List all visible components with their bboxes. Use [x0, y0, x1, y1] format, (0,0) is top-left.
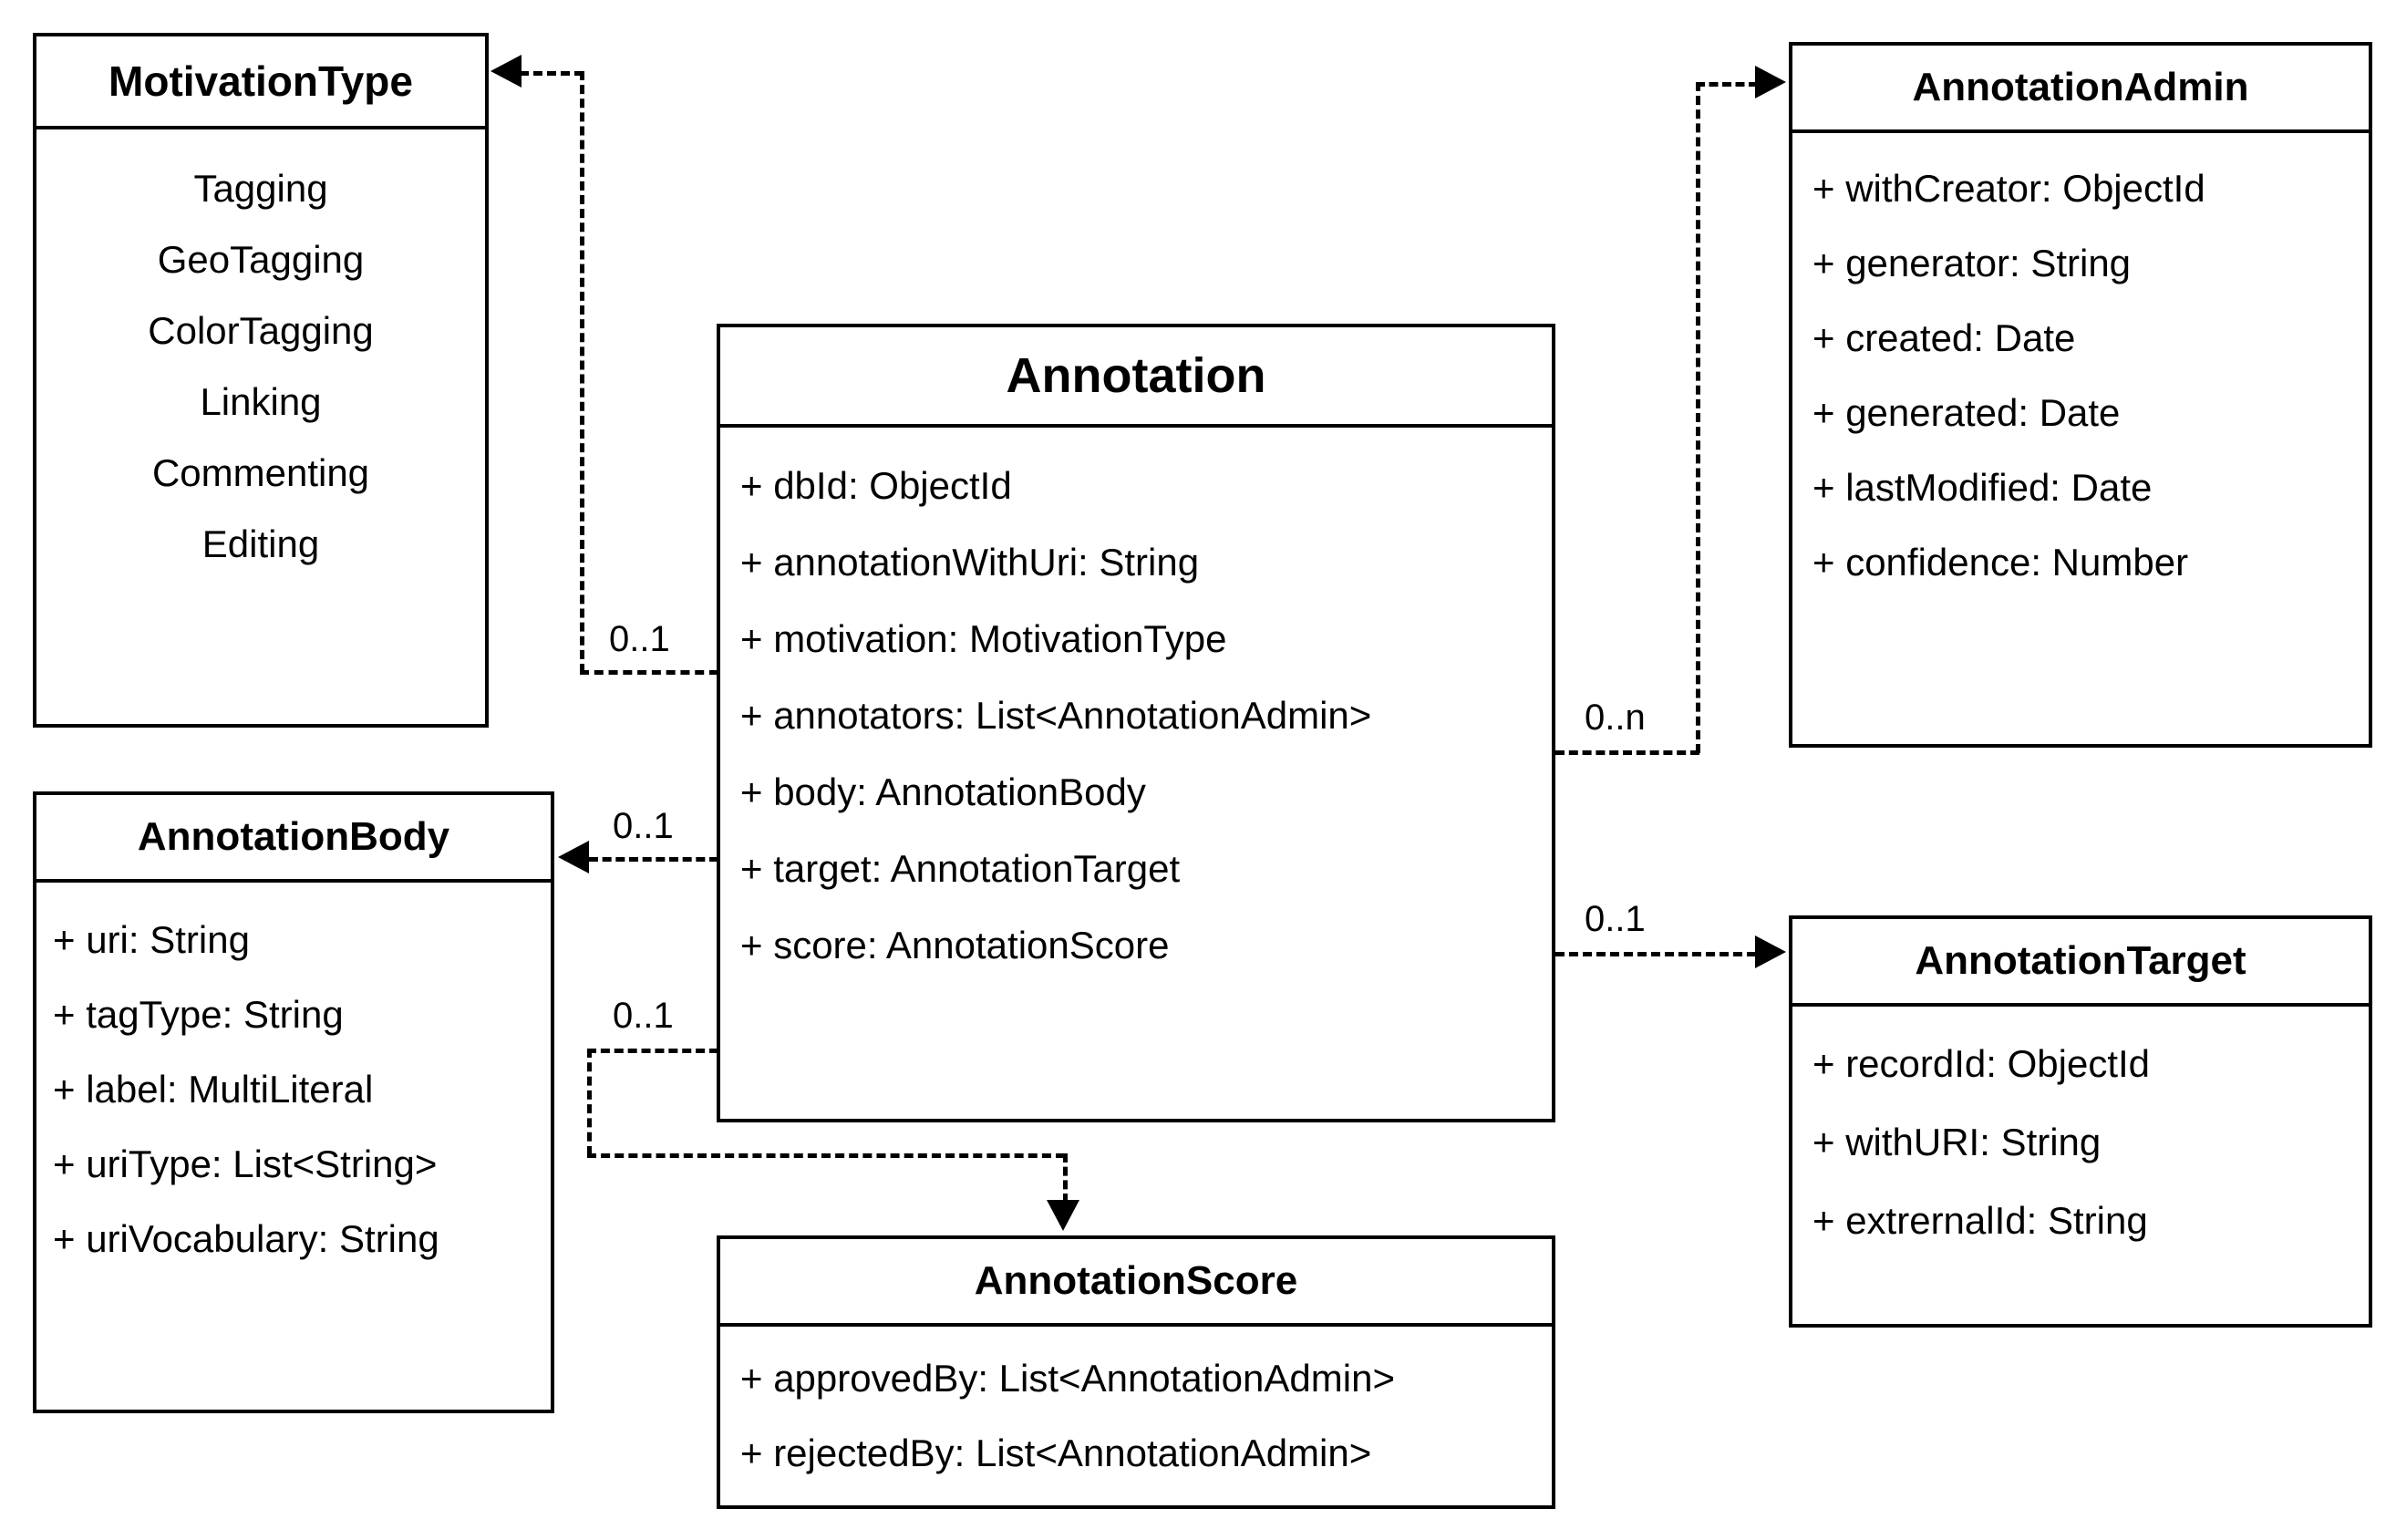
class-attributes-annotation-target: + recordId: ObjectId + withURI: String +… — [1792, 1007, 2369, 1324]
class-attributes-annotation-score: + approvedBy: List<AnnotationAdmin> + re… — [720, 1327, 1552, 1505]
connector-score-segment-horizontal-lower — [587, 1153, 1065, 1158]
multiplicity-label-target: 0..1 — [1585, 899, 1646, 939]
attribute-row: + withCreator: ObjectId — [1812, 167, 2205, 210]
attribute-row: Commenting — [151, 451, 370, 494]
attribute-row: Tagging — [193, 167, 328, 210]
attribute-row: + dbId: ObjectId — [740, 464, 1012, 507]
attribute-row: + target: AnnotationTarget — [740, 847, 1181, 890]
class-title-annotation-admin: AnnotationAdmin — [1792, 46, 2369, 133]
attribute-row: + motivation: MotivationType — [740, 617, 1227, 660]
multiplicity-label-body: 0..1 — [613, 806, 674, 846]
attribute-row: + uri: String — [53, 918, 250, 961]
attribute-row: + annotators: List<AnnotationAdmin> — [740, 694, 1372, 737]
class-attributes-motivation-type: Tagging GeoTagging ColorTagging Linking … — [36, 129, 485, 724]
multiplicity-label-motivation: 0..1 — [609, 619, 670, 659]
connector-annotators-segment-horizontal-lower — [1555, 750, 1699, 755]
arrowhead-body-icon — [558, 841, 589, 873]
attribute-row: + extrernalId: String — [1812, 1199, 2148, 1242]
attribute-row: + uriVocabulary: String — [53, 1217, 439, 1260]
attribute-row: + lastModified: Date — [1812, 466, 2153, 509]
attribute-row: + withURI: String — [1812, 1121, 2102, 1163]
attribute-row: + score: AnnotationScore — [740, 924, 1170, 966]
class-attributes-annotation: + dbId: ObjectId + annotationWithUri: St… — [720, 428, 1552, 1119]
connector-target-segment-horizontal — [1555, 952, 1756, 956]
connector-annotators-segment-horizontal-upper — [1696, 82, 1758, 87]
attribute-row: GeoTagging — [157, 238, 365, 281]
arrowhead-motivation-icon — [491, 55, 522, 88]
connector-body-segment-horizontal — [589, 857, 718, 862]
attribute-row: + annotationWithUri: String — [740, 541, 1200, 584]
connector-annotators-segment-vertical — [1696, 82, 1700, 753]
arrowhead-score-icon — [1047, 1200, 1079, 1231]
connector-score-segment-vertical-right — [1063, 1153, 1068, 1203]
attribute-row: ColorTagging — [148, 309, 374, 352]
attribute-row: Editing — [201, 522, 320, 565]
attribute-row: + confidence: Number — [1812, 541, 2189, 584]
attribute-row: + tagType: String — [53, 993, 344, 1036]
class-box-motivation-type[interactable]: MotivationType Tagging GeoTagging ColorT… — [33, 33, 489, 728]
class-title-annotation-score: AnnotationScore — [720, 1239, 1552, 1327]
connector-motivation-segment-horizontal-upper — [520, 71, 584, 76]
class-title-annotation-body: AnnotationBody — [36, 795, 551, 883]
attribute-row: + generator: String — [1812, 242, 2132, 284]
connector-motivation-segment-horizontal-lower — [580, 670, 718, 675]
attribute-row: + rejectedBy: List<AnnotationAdmin> — [740, 1431, 1372, 1474]
class-box-annotation[interactable]: Annotation + dbId: ObjectId + annotation… — [717, 324, 1555, 1122]
arrowhead-annotators-icon — [1755, 66, 1786, 98]
class-title-annotation: Annotation — [720, 327, 1552, 428]
attribute-row: + recordId: ObjectId — [1812, 1042, 2151, 1085]
attribute-row: + label: MultiLiteral — [53, 1068, 374, 1111]
attribute-row: + body: AnnotationBody — [740, 770, 1146, 813]
connector-motivation-segment-vertical — [580, 71, 584, 673]
attribute-row: + generated: Date — [1812, 391, 2121, 434]
connector-score-segment-vertical-left — [587, 1049, 592, 1155]
class-title-motivation-type: MotivationType — [36, 36, 485, 129]
multiplicity-label-annotators: 0..n — [1585, 698, 1646, 738]
class-attributes-annotation-admin: + withCreator: ObjectId + generator: Str… — [1792, 133, 2369, 744]
attribute-row: + approvedBy: List<AnnotationAdmin> — [740, 1357, 1395, 1400]
arrowhead-target-icon — [1755, 935, 1786, 968]
attribute-row: + uriType: List<String> — [53, 1142, 438, 1185]
class-title-annotation-target: AnnotationTarget — [1792, 919, 2369, 1007]
class-box-annotation-score[interactable]: AnnotationScore + approvedBy: List<Annot… — [717, 1235, 1555, 1509]
attribute-row: + created: Date — [1812, 316, 2076, 359]
class-box-annotation-admin[interactable]: AnnotationAdmin + withCreator: ObjectId … — [1789, 42, 2372, 748]
class-box-annotation-target[interactable]: AnnotationTarget + recordId: ObjectId + … — [1789, 915, 2372, 1328]
attribute-row: Linking — [200, 380, 322, 423]
multiplicity-label-score: 0..1 — [613, 996, 674, 1036]
connector-score-segment-horizontal-upper — [587, 1049, 718, 1053]
class-attributes-annotation-body: + uri: String + tagType: String + label:… — [36, 883, 551, 1410]
class-box-annotation-body[interactable]: AnnotationBody + uri: String + tagType: … — [33, 791, 554, 1413]
